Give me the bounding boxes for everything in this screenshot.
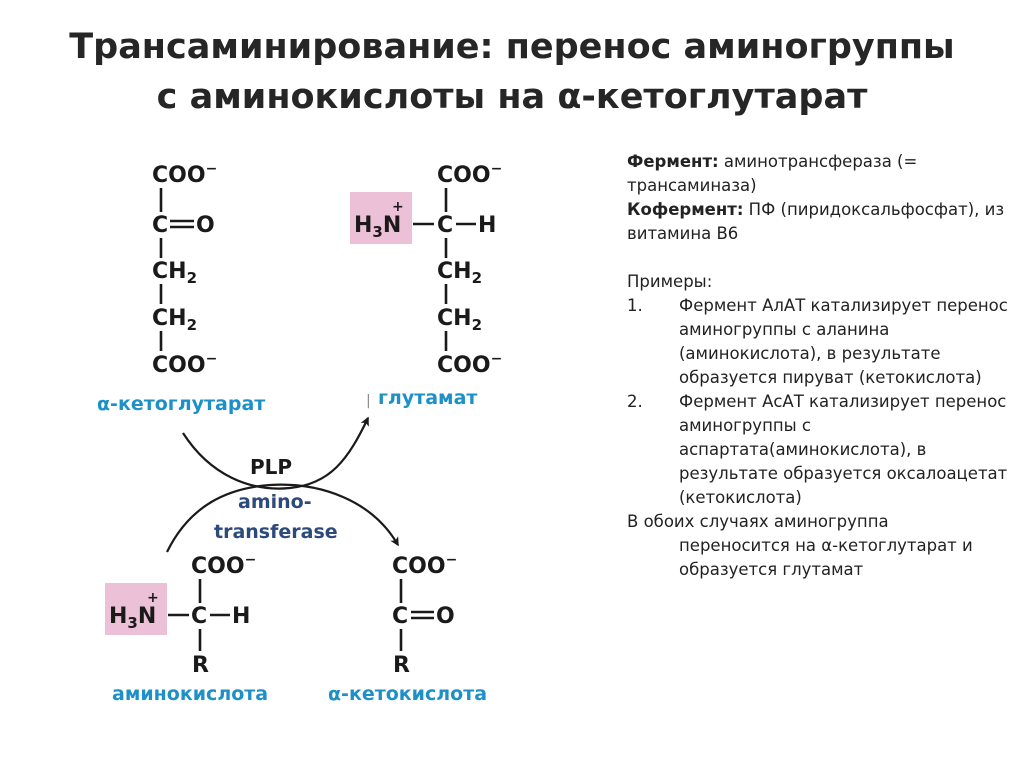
carbon-atom: C [152, 213, 168, 238]
list-item: 1. Фермент АлАТ катализирует перенос ами… [627, 294, 1017, 390]
hydrogen-atom: H [232, 604, 250, 629]
ch2-group: CH2 [437, 306, 482, 334]
enzyme-text: аминотрансфераза (= трансаминаза) [627, 152, 918, 195]
amino-group-highlight [350, 192, 412, 244]
label-glutamate: глутамат [378, 387, 477, 409]
hydrogen-atom: H [478, 213, 496, 238]
conclusion-first-line: В обоих случаях аминогруппа [627, 512, 889, 531]
amino-group: H3N [354, 213, 401, 241]
ch2-group: CH2 [152, 259, 197, 287]
radical-r: R [192, 653, 209, 678]
list-item-text: Фермент АсАТ катализирует перенос аминог… [679, 392, 1008, 507]
ch2-group: CH2 [437, 259, 482, 287]
alpha-keto-acid-structure: COO− C O R [392, 552, 457, 678]
oxygen-atom: O [196, 213, 215, 238]
oxygen-atom: O [436, 604, 455, 629]
radical-r: R [393, 653, 410, 678]
list-item-number: 1. [627, 296, 643, 315]
amino-acid-structure: COO− H3N + C H R [105, 552, 256, 678]
enzyme-line: Фермент: аминотрансфераза (= трансаминаз… [627, 150, 1017, 198]
list-item-text: Фермент АлАТ катализирует перенос аминог… [679, 296, 1008, 387]
coo-group: COO− [437, 351, 502, 378]
coenzyme-heading: Кофермент: [627, 200, 744, 219]
coo-group: COO− [437, 161, 502, 188]
carbon-atom: C [392, 604, 408, 629]
alpha-ketoglutarate-structure: COO− C O CH2 CH2 COO− [152, 161, 217, 378]
arrow-aminoacid-to-ketoacid [166, 483, 399, 553]
coo-group: COO− [191, 552, 256, 579]
coenzyme-text: ПФ (пиридоксальфосфат), из витамина В6 [627, 200, 1005, 243]
enzyme-label-line-1: amino- [238, 491, 312, 513]
conclusion-body: переносится на α-кетоглутарат и образует… [679, 536, 973, 579]
enzyme-heading: Фермент: [627, 152, 719, 171]
coenzyme-line: Кофермент: ПФ (пиридоксальфосфат), из ви… [627, 198, 1017, 246]
ch2-group: CH2 [152, 306, 197, 334]
coo-group: COO− [152, 161, 217, 188]
plus-charge: + [147, 590, 159, 606]
glutamate-structure: COO− H3N + C H CH2 CH2 COO− [350, 161, 502, 378]
amino-group: H3N [109, 604, 156, 632]
enzyme-label-line-2: transferase [214, 521, 338, 543]
label-alpha-ketoglutarate: α-кетоглутарат [97, 393, 265, 415]
label-alpha-keto-acid: α-кетокислота [328, 683, 487, 705]
glutamate-tick-mark: | [366, 393, 371, 409]
title-line-1: Трансаминирование: перенос аминогруппы [69, 27, 955, 67]
transamination-scheme: COO− C O CH2 CH2 COO− α-кетоглутарат COO… [97, 161, 502, 705]
carbon-atom: C [437, 213, 453, 238]
coo-group: COO− [392, 552, 457, 579]
plus-charge: + [392, 199, 404, 215]
info-panel: Фермент: аминотрансфераза (= трансаминаз… [627, 150, 1017, 582]
title-line-2: с аминокислоты на α-кетоглутарат [156, 77, 868, 117]
amino-group-highlight [105, 583, 167, 635]
examples-heading: Примеры: [627, 272, 713, 291]
list-item-number: 2. [627, 392, 643, 411]
page-title: Трансаминирование: перенос аминогруппы с… [0, 22, 1024, 122]
coo-group: COO− [152, 351, 217, 378]
plp-label: PLP [250, 455, 292, 479]
label-amino-acid: аминокислота [112, 683, 268, 705]
carbon-atom: C [191, 604, 207, 629]
list-item: 2. Фермент АсАТ катализирует перенос ами… [627, 390, 1017, 510]
arrow-ketoglutarate-to-glutamate [182, 416, 369, 490]
